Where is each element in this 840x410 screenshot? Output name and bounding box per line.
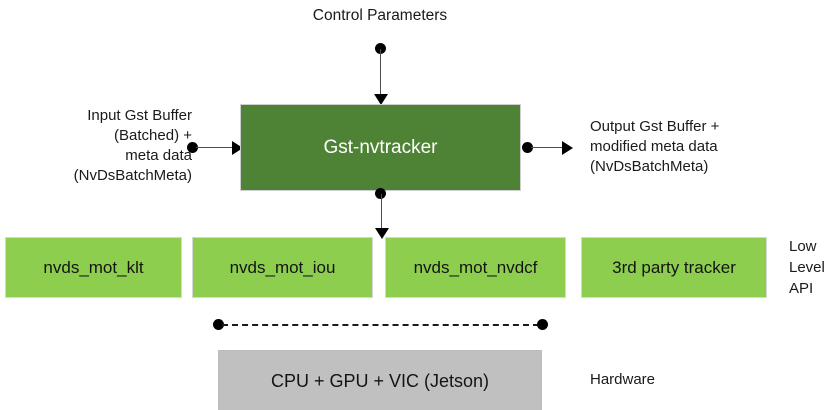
low-level-api-source-dot: [375, 188, 386, 199]
low-level-api-line: [380, 194, 383, 231]
low-level-box-3rd-party-tracker[interactable]: 3rd party tracker: [581, 237, 767, 298]
control-parameters-source-dot: [375, 43, 386, 54]
low-level-box-nvds-mot-klt[interactable]: nvds_mot_klt: [5, 237, 182, 298]
low-level-api-arrowhead-icon: [374, 228, 389, 239]
low-level-box-label: nvds_mot_nvdcf: [413, 257, 538, 277]
output-buffer-arrowhead-icon: [562, 140, 573, 155]
control-parameters-label: Control Parameters: [312, 7, 448, 24]
output-buffer-label: Output Gst Buffer + modified meta data (…: [590, 118, 720, 175]
hardware-side-label: Hardware: [590, 371, 656, 388]
input-buffer-arrowhead-icon: [232, 140, 243, 155]
control-parameters-line: [379, 49, 382, 96]
low-level-api-side-label: Low Level API: [789, 238, 825, 297]
low-level-box-label: 3rd party tracker: [612, 257, 736, 277]
hardware-block[interactable]: CPU + GPU + VIC (Jetson): [218, 350, 542, 410]
output-buffer-line: [531, 146, 565, 149]
low-level-box-label: nvds_mot_iou: [229, 257, 336, 277]
low-level-box-nvds-mot-nvdcf[interactable]: nvds_mot_nvdcf: [385, 237, 566, 298]
hardware-link-left-dot: [213, 319, 224, 330]
hardware-block-label: CPU + GPU + VIC (Jetson): [270, 370, 490, 391]
hardware-link-right-dot: [537, 319, 548, 330]
hardware-dashed-link: [222, 324, 539, 326]
gst-nvtracker-block[interactable]: Gst-nvtracker: [240, 104, 521, 191]
output-buffer-source-dot: [522, 142, 533, 153]
low-level-box-nvds-mot-iou[interactable]: nvds_mot_iou: [192, 237, 373, 298]
control-parameters-arrowhead-icon: [373, 94, 388, 105]
input-buffer-source-dot: [187, 142, 198, 153]
low-level-box-label: nvds_mot_klt: [43, 257, 144, 277]
gst-nvtracker-label: Gst-nvtracker: [323, 136, 438, 158]
input-buffer-label: Input Gst Buffer (Batched) + meta data (…: [73, 107, 192, 184]
input-buffer-line: [196, 146, 236, 149]
